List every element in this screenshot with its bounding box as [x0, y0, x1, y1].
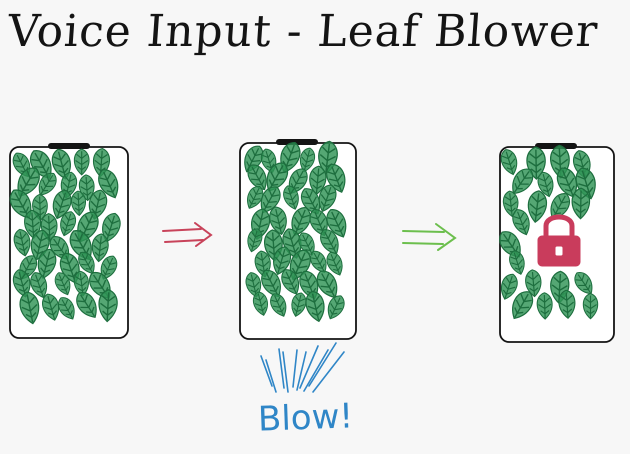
arrow-right-icon: [402, 223, 457, 251]
wind-lines-icon: [260, 342, 345, 393]
phone-revealed-lock: [494, 143, 615, 343]
lock-icon: [537, 214, 581, 267]
leaf-pile-1: [5, 145, 124, 326]
arrow-right-icon: [162, 222, 213, 247]
blow-caption: Blow!: [257, 396, 354, 440]
phone-full-leaves: [5, 143, 129, 339]
phone-blowing: [238, 138, 357, 340]
